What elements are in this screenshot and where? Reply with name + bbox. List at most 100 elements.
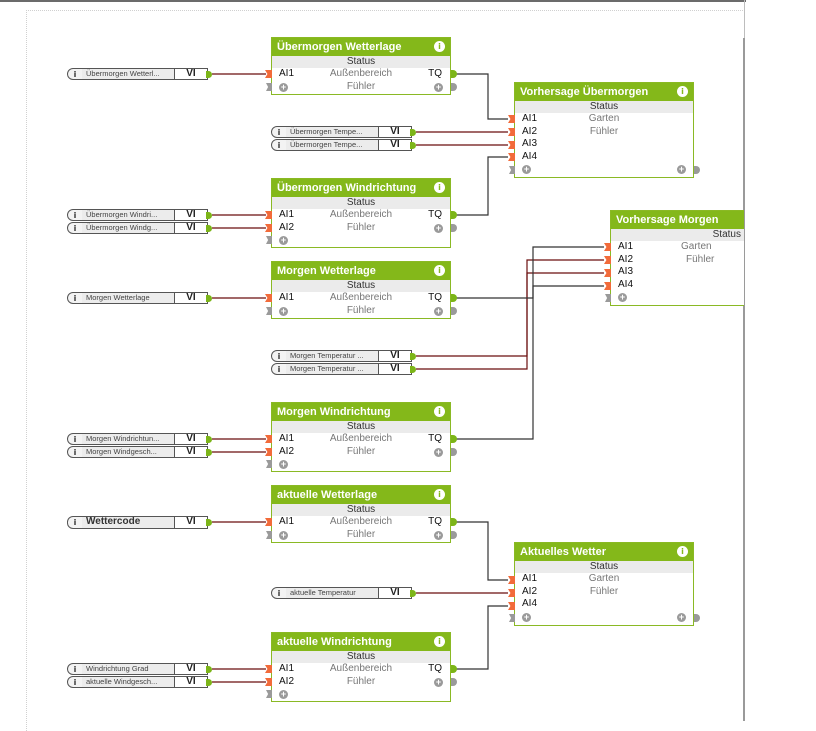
info-icon[interactable]: i	[434, 182, 445, 193]
output-port-tq[interactable]	[451, 211, 457, 219]
output-port-tq[interactable]	[451, 665, 457, 673]
vertical-scrollbar[interactable]	[743, 38, 745, 721]
add-output-port[interactable]	[451, 224, 457, 232]
info-icon[interactable]: i	[677, 86, 688, 97]
add-input-icon[interactable]: +	[279, 689, 288, 699]
output-port-tq[interactable]	[451, 294, 457, 302]
output-port[interactable]	[206, 212, 212, 219]
output-port[interactable]	[206, 449, 212, 456]
input-port-ai1[interactable]	[604, 243, 611, 251]
input-port-ai1[interactable]	[265, 518, 272, 526]
add-output-port[interactable]	[451, 448, 457, 456]
info-icon[interactable]: i	[277, 364, 281, 374]
input-port-ai1[interactable]	[265, 294, 272, 302]
variable-morgen-temperatur-2[interactable]: i Morgen Temperatur ... VI	[271, 363, 416, 375]
add-input-icon[interactable]: +	[279, 305, 288, 316]
input-port-ai4[interactable]	[508, 153, 515, 161]
variable-uebermorgen-temperatur-2[interactable]: i Übermorgen Tempe... VI	[271, 139, 416, 151]
output-port-tq[interactable]	[451, 518, 457, 526]
output-port[interactable]	[206, 679, 212, 686]
output-port[interactable]	[206, 436, 212, 443]
info-icon[interactable]: i	[434, 489, 445, 500]
input-port-ai3[interactable]	[604, 269, 611, 277]
input-port-ai3[interactable]	[508, 141, 515, 149]
info-icon[interactable]: i	[73, 664, 77, 674]
add-input-port[interactable]	[509, 166, 515, 174]
add-input-port[interactable]	[266, 307, 272, 315]
add-input-icon[interactable]: +	[279, 81, 288, 92]
add-output-icon[interactable]: +	[434, 529, 443, 540]
variable-wettercode[interactable]: i Wettercode VI	[67, 516, 212, 529]
input-port-ai1[interactable]	[265, 435, 272, 443]
output-port[interactable]	[410, 353, 416, 360]
output-port[interactable]	[206, 295, 212, 302]
add-input-port[interactable]	[509, 614, 515, 622]
add-input-icon[interactable]: +	[279, 235, 288, 245]
variable-windrichtung-grad[interactable]: i Windrichtung Grad VI	[67, 663, 212, 675]
add-input-icon[interactable]: +	[279, 529, 288, 540]
add-output-icon[interactable]: +	[434, 81, 443, 92]
output-port[interactable]	[410, 366, 416, 373]
add-output-port[interactable]	[694, 166, 700, 174]
add-input-icon[interactable]: +	[522, 164, 531, 174]
input-port-ai4[interactable]	[604, 282, 611, 290]
input-port-ai1[interactable]	[265, 665, 272, 673]
input-port-ai1[interactable]	[265, 211, 272, 219]
info-icon[interactable]: i	[277, 140, 281, 150]
output-port-tq[interactable]	[451, 435, 457, 443]
variable-morgen-wetterlage[interactable]: i Morgen Wetterlage VI	[67, 292, 212, 304]
input-port-ai4[interactable]	[508, 602, 515, 610]
variable-uebermorgen-windrichtung[interactable]: i Übermorgen Windri... VI	[67, 209, 212, 221]
info-icon[interactable]: i	[277, 351, 281, 361]
add-output-port[interactable]	[451, 83, 457, 91]
info-icon[interactable]: i	[73, 518, 77, 527]
variable-aktuelle-windgeschwindigkeit[interactable]: i aktuelle Windgesch... VI	[67, 676, 212, 688]
add-output-port[interactable]	[451, 307, 457, 315]
input-port-ai2[interactable]	[508, 589, 515, 597]
output-port-tq[interactable]	[451, 70, 457, 78]
add-input-icon[interactable]: +	[279, 459, 288, 469]
output-port[interactable]	[206, 666, 212, 673]
add-input-port[interactable]	[266, 236, 272, 244]
add-output-icon[interactable]: +	[434, 305, 443, 316]
info-icon[interactable]: i	[73, 69, 77, 79]
input-port-ai2[interactable]	[508, 128, 515, 136]
input-port-ai2[interactable]	[265, 224, 272, 232]
info-icon[interactable]: i	[73, 434, 77, 444]
info-icon[interactable]: i	[677, 546, 688, 557]
input-port-ai2[interactable]	[265, 448, 272, 456]
output-port[interactable]	[206, 225, 212, 232]
info-icon[interactable]: i	[277, 127, 281, 137]
add-output-icon[interactable]: +	[434, 222, 443, 233]
variable-morgen-temperatur-1[interactable]: i Morgen Temperatur ... VI	[271, 350, 416, 362]
add-input-port[interactable]	[266, 460, 272, 468]
input-port-ai1[interactable]	[265, 70, 272, 78]
input-port-ai1[interactable]	[508, 115, 515, 123]
add-output-icon[interactable]: +	[434, 676, 443, 687]
info-icon[interactable]: i	[434, 636, 445, 647]
variable-uebermorgen-temperatur-1[interactable]: i Übermorgen Tempe... VI	[271, 126, 416, 138]
output-port[interactable]	[206, 519, 212, 526]
add-input-port[interactable]	[266, 531, 272, 539]
add-output-icon[interactable]: +	[434, 446, 443, 457]
info-icon[interactable]: i	[73, 210, 77, 220]
add-output-port[interactable]	[694, 614, 700, 622]
add-output-port[interactable]	[451, 531, 457, 539]
variable-morgen-windrichtung[interactable]: i Morgen Windrichtun... VI	[67, 433, 212, 445]
info-icon[interactable]: i	[434, 406, 445, 417]
add-input-port[interactable]	[605, 294, 611, 302]
info-icon[interactable]: i	[73, 677, 77, 687]
info-icon[interactable]: i	[277, 588, 281, 598]
info-icon[interactable]: i	[73, 223, 77, 233]
variable-uebermorgen-windgeschwindigkeit[interactable]: i Übermorgen Windg... VI	[67, 222, 212, 234]
add-output-port[interactable]	[451, 678, 457, 686]
